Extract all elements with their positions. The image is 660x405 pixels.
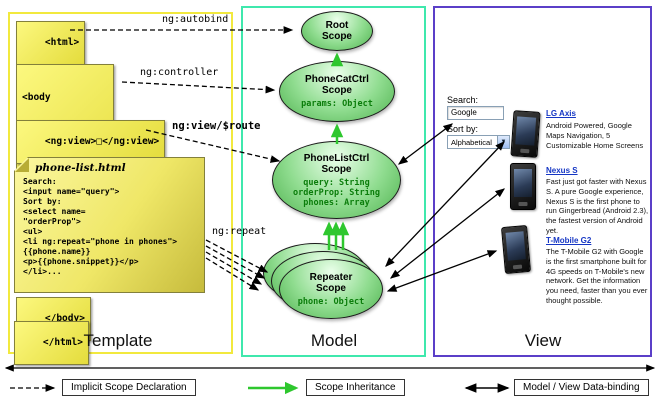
code-line: <li ng:repeat="phone in phones"> — [23, 237, 178, 246]
code-line: Search: — [23, 177, 57, 186]
tag-text: <ng:view>□</ng:view> — [44, 136, 160, 147]
scope-property: phone: Object — [297, 296, 365, 307]
scope-property: query: String — [303, 177, 370, 188]
phone-key — [519, 148, 529, 154]
search-input-value: Google — [451, 108, 477, 117]
phone-key — [512, 264, 523, 270]
legend-model-view-data-binding: Model / View Data-binding — [514, 379, 649, 396]
tag-text: </html> — [42, 337, 83, 348]
code-line: <ul> — [23, 227, 43, 236]
phone-screen — [515, 116, 537, 146]
scope-title: Root — [325, 20, 349, 31]
scope-title: PhoneCatCtrl — [305, 74, 369, 85]
ng-view-route-label: ng:view/$route — [172, 120, 261, 132]
note-title: phone-list.html — [35, 162, 126, 174]
repeater-scope-stack: Repeater Scope phone: Object — [263, 243, 385, 323]
tag-text: <html> — [44, 37, 80, 48]
scope-property: params: Object — [301, 99, 373, 109]
dropdown-arrow-icon: ▼ — [497, 136, 509, 148]
search-input: Google — [447, 106, 504, 120]
scope-title: Scope — [321, 31, 352, 42]
phone-screen — [514, 169, 532, 197]
phone-name-link: LG Axis — [546, 109, 576, 118]
view-section-label: View — [524, 331, 562, 350]
ng-repeat-label: ng:repeat — [212, 226, 267, 237]
phone-lg-axis-icon — [510, 110, 541, 158]
phone-nexus-s-icon — [510, 163, 536, 210]
phone-description: Android Powered, Google Maps Navigation,… — [546, 121, 644, 150]
scope-title: Scope — [321, 85, 352, 96]
sort-select-value: Alphabetical — [451, 137, 492, 147]
code-line: "orderProp"> — [23, 217, 81, 226]
scope-title: Repeater — [309, 271, 353, 283]
phone-tmobile-g2-icon — [501, 224, 531, 275]
scope-title: Scope — [315, 282, 346, 294]
tag-text: </body> — [44, 313, 85, 324]
phone-key — [518, 202, 528, 206]
legend-implicit-scope-declaration: Implicit Scope Declaration — [62, 379, 196, 396]
scope-property: phones: Array — [303, 197, 370, 208]
phone-description: Fast just got faster with Nexus S. A pur… — [546, 177, 649, 235]
phone-name-link: T-Mobile G2 — [546, 236, 592, 245]
ng-controller-label: ng:controller — [140, 67, 219, 78]
sort-by-label: Sort by: — [447, 124, 479, 134]
template-section-label: Template — [83, 331, 153, 350]
model-section-label: Model — [310, 331, 358, 350]
scope-title: Scope — [321, 163, 352, 175]
code-line: Sort by: — [23, 197, 62, 206]
tag-text: <body — [22, 92, 51, 103]
code-line: {{phone.name}} — [23, 247, 91, 256]
code-line: <p>{{phone.snippet}}</p> — [23, 257, 139, 266]
repeater-scope-ellipse: Repeater Scope phone: Object — [279, 259, 383, 319]
root-scope-ellipse: Root Scope — [301, 11, 373, 51]
code-line: <input name="query"> — [23, 187, 120, 196]
code-line: <select name= — [23, 207, 86, 216]
code-line: </li>... — [23, 267, 62, 276]
phonecatctrl-scope-ellipse: PhoneCatCtrl Scope params: Object — [279, 61, 395, 122]
html-open-tag: <html> — [16, 21, 86, 65]
phonelistctrl-scope-ellipse: PhoneListCtrl Scope query: String orderP… — [272, 141, 401, 219]
phone-list-template-note: phone-list.html Search: <input name="que… — [14, 157, 205, 293]
html-close-tag: </html> — [14, 321, 89, 365]
phone-name-link: Nexus S — [546, 166, 578, 175]
legend-scope-inheritance: Scope Inheritance — [306, 379, 405, 396]
search-label: Search: — [447, 95, 479, 105]
phone-screen — [505, 231, 526, 261]
scope-property: orderProp: String — [293, 187, 380, 198]
ng-autobind-label: ng:autobind — [162, 14, 229, 25]
sort-select: Alphabetical ▼ — [447, 135, 510, 149]
scope-title: PhoneListCtrl — [303, 152, 370, 164]
phone-description: The T-Mobile G2 with Google is the first… — [546, 247, 648, 305]
